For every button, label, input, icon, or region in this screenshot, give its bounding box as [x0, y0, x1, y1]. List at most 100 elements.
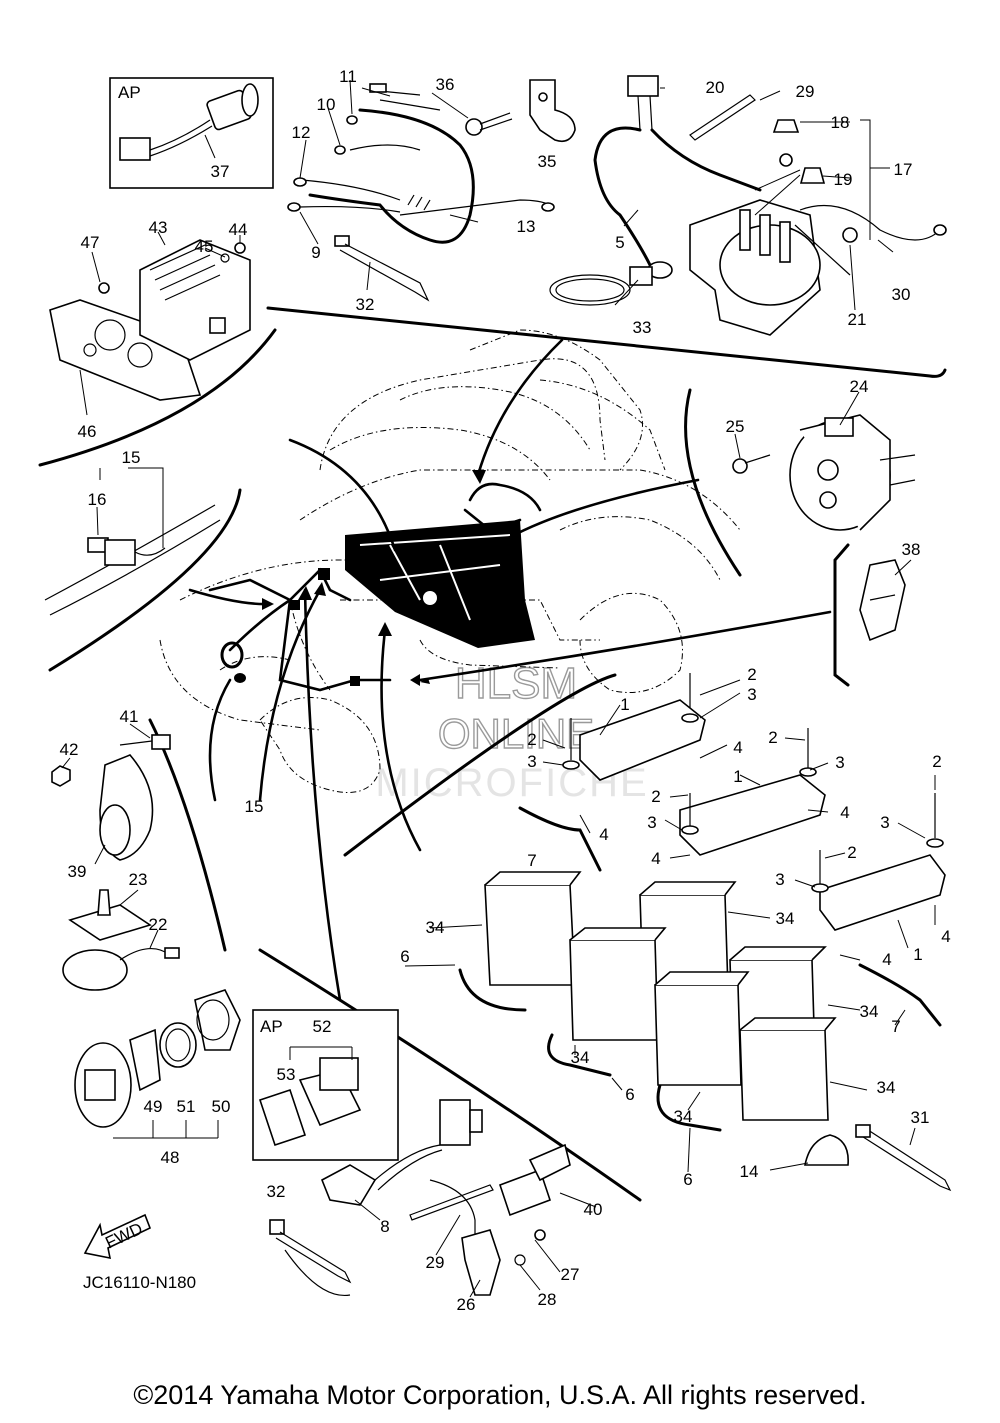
callout-34a: 34 [426, 918, 445, 937]
separator-bottom [258, 948, 642, 1202]
callout-34d: 34 [571, 1048, 590, 1067]
part-32-bottom-cable-tie [269, 1219, 352, 1297]
callout-1c: 1 [913, 945, 922, 964]
callout-19: 19 [834, 170, 853, 189]
callout-26: 26 [457, 1295, 476, 1314]
callout-6a: 6 [400, 947, 409, 966]
part-32-top-cable-tie [334, 235, 430, 302]
ap-label: AP [118, 83, 141, 102]
callout-43: 43 [149, 218, 168, 237]
callout-47: 47 [81, 233, 100, 252]
separator-left-15 [48, 488, 242, 672]
callout-42: 42 [60, 740, 79, 759]
callout-4c: 4 [840, 803, 849, 822]
callout-49: 49 [144, 1097, 163, 1116]
callout-5: 5 [615, 233, 624, 252]
callout-20: 20 [706, 78, 725, 97]
leader-arrows [188, 338, 832, 1002]
part-36-35-bolt-clamp [465, 79, 576, 143]
callout-3c: 3 [835, 753, 844, 772]
separator-right-38 [833, 543, 850, 687]
watermark-line-2: ONLINE [438, 710, 594, 757]
callout-53: 53 [277, 1065, 296, 1084]
callout-15a: 15 [122, 448, 141, 467]
callout-4f: 4 [941, 927, 950, 946]
callout-29a: 29 [796, 82, 815, 101]
callout-15b: 15 [245, 797, 264, 816]
callout-11: 11 [339, 67, 357, 86]
callout-34f: 34 [877, 1078, 896, 1097]
callout-6c: 6 [683, 1170, 692, 1189]
callout-44: 44 [229, 220, 248, 239]
callout-25: 25 [726, 417, 745, 436]
callout-6b: 6 [625, 1085, 634, 1104]
callout-2b: 2 [527, 730, 536, 749]
callout-32a: 32 [356, 295, 375, 314]
parts-8-26-29-40-connectors [320, 1099, 571, 1296]
callout-numbers: 1 1 1 2 2 2 2 2 2 3 3 3 3 3 3 4 4 4 4 4 … [60, 67, 951, 1314]
callout-13: 13 [517, 217, 536, 236]
callout-10: 10 [317, 95, 336, 114]
callout-14: 14 [740, 1162, 759, 1181]
callout-8: 8 [380, 1217, 389, 1236]
parts-9-13-wire-harness [287, 83, 555, 244]
separator-right-24 [684, 388, 742, 577]
callout-3f: 3 [880, 813, 889, 832]
section-separators [38, 306, 947, 1202]
callout-36: 36 [436, 75, 455, 94]
callout-4b: 4 [599, 825, 608, 844]
separator-left-top [38, 328, 277, 467]
battery-6 [739, 1017, 837, 1121]
callout-1a: 1 [620, 695, 629, 714]
battery-3 [569, 927, 667, 1041]
callout-29b: 29 [426, 1253, 445, 1272]
callout-40: 40 [584, 1200, 603, 1219]
battery-5 [654, 971, 750, 1086]
callout-4d: 4 [651, 849, 660, 868]
callout-3a: 3 [747, 685, 756, 704]
callout-46: 46 [78, 422, 97, 441]
callout-4e: 4 [882, 950, 891, 969]
callout-7b: 7 [891, 1017, 900, 1036]
callout-12: 12 [292, 123, 311, 142]
parts-22-23-switch [62, 889, 180, 991]
callout-41: 41 [120, 707, 139, 726]
parts-24-25-motor [732, 414, 916, 531]
callout-45: 45 [195, 237, 214, 256]
callout-23: 23 [129, 870, 148, 889]
callout-18: 18 [831, 113, 850, 132]
callout-2f: 2 [932, 752, 941, 771]
parts-43-47-controller [49, 239, 251, 401]
callout-38: 38 [902, 540, 921, 559]
callout-2e: 2 [847, 843, 856, 862]
separator-top [266, 306, 947, 378]
parts-48-51-key-switch [74, 989, 241, 1139]
callout-3e: 3 [775, 870, 784, 889]
callout-16: 16 [88, 490, 107, 509]
callout-30: 30 [892, 285, 911, 304]
diagram-code: JC16110-N180 [83, 1273, 196, 1292]
part-33-strap [549, 266, 653, 306]
part-38-bracket [859, 559, 906, 642]
callout-50: 50 [212, 1097, 231, 1116]
callout-31: 31 [911, 1108, 930, 1127]
parts-5-17-20-cable-switch [593, 75, 947, 336]
callout-9: 9 [311, 243, 320, 262]
callout-28: 28 [538, 1290, 557, 1309]
callout-27: 27 [561, 1265, 580, 1284]
copyright: ©2014 Yamaha Motor Corporation, U.S.A. A… [133, 1380, 866, 1410]
callout-2c: 2 [768, 728, 777, 747]
parts-1-7-battery-brackets [458, 673, 946, 1132]
parts-15-16-connector [44, 504, 221, 616]
separator-batteries [343, 673, 617, 857]
callout-32b: 32 [267, 1182, 286, 1201]
callout-7a: 7 [527, 851, 536, 870]
ap-label-2: AP [260, 1017, 283, 1036]
callout-24: 24 [850, 377, 869, 396]
part-37-ap-box: AP [109, 77, 274, 189]
callout-37: 37 [211, 162, 230, 181]
callout-1b: 1 [733, 767, 742, 786]
callout-52: 52 [313, 1017, 332, 1036]
battery-1 [484, 871, 582, 986]
